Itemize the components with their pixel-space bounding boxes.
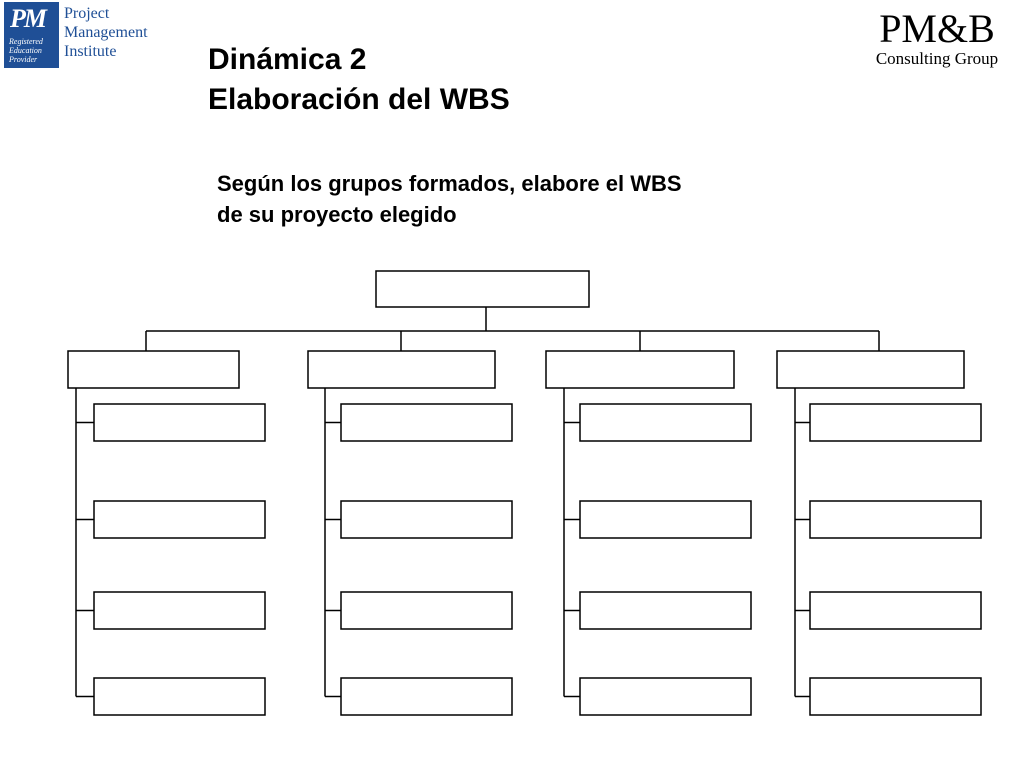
- wbs-branch-box[interactable]: [545, 350, 735, 389]
- wbs-child-box[interactable]: [340, 500, 513, 539]
- wbs-branch-box[interactable]: [776, 350, 965, 389]
- pmi-badge-line: Provider: [9, 55, 38, 64]
- wbs-child-box[interactable]: [93, 403, 266, 442]
- pmi-name-line: Project: [64, 5, 110, 22]
- pmi-name-line: Institute: [64, 43, 117, 60]
- wbs-child-box[interactable]: [809, 591, 982, 630]
- pmb-logo: PM&B Consulting Group: [862, 8, 1012, 72]
- slide-title: Dinámica 2 Elaboración del WBS: [208, 40, 510, 120]
- pmb-logo-sub: Consulting Group: [875, 49, 999, 68]
- slide-title-line1: Dinámica 2: [208, 43, 367, 76]
- slide-instruction: Según los grupos formados, elabore el WB…: [217, 168, 682, 230]
- pmi-name: Project Management Institute: [64, 4, 148, 61]
- wbs-child-box[interactable]: [579, 677, 752, 716]
- instruction-line2: de su proyecto elegido: [217, 202, 457, 227]
- wbs-child-box[interactable]: [579, 591, 752, 630]
- pmi-badge-line: Education: [9, 46, 42, 55]
- wbs-child-box[interactable]: [93, 591, 266, 630]
- wbs-branch-box[interactable]: [67, 350, 240, 389]
- wbs-child-box[interactable]: [93, 677, 266, 716]
- wbs-child-box[interactable]: [340, 677, 513, 716]
- wbs-child-box[interactable]: [579, 403, 752, 442]
- pmi-logo: PM Registered Education Provider Project…: [4, 2, 154, 68]
- wbs-child-box[interactable]: [93, 500, 266, 539]
- wbs-root-box[interactable]: [375, 270, 590, 308]
- wbs-branch-box[interactable]: [307, 350, 496, 389]
- slide-title-line2: Elaboración del WBS: [208, 83, 510, 116]
- pmi-name-line: Management: [64, 24, 148, 41]
- wbs-child-box[interactable]: [340, 403, 513, 442]
- pmi-badge-line: Registered: [9, 37, 43, 46]
- instruction-line1: Según los grupos formados, elabore el WB…: [217, 171, 682, 196]
- pmi-mark-glyph: PM: [10, 4, 47, 33]
- wbs-child-box[interactable]: [809, 677, 982, 716]
- pmi-mark: PM Registered Education Provider: [4, 2, 59, 68]
- wbs-child-box[interactable]: [809, 403, 982, 442]
- wbs-child-box[interactable]: [340, 591, 513, 630]
- pmb-logo-main: PM&B: [879, 6, 995, 51]
- wbs-child-box[interactable]: [809, 500, 982, 539]
- wbs-child-box[interactable]: [579, 500, 752, 539]
